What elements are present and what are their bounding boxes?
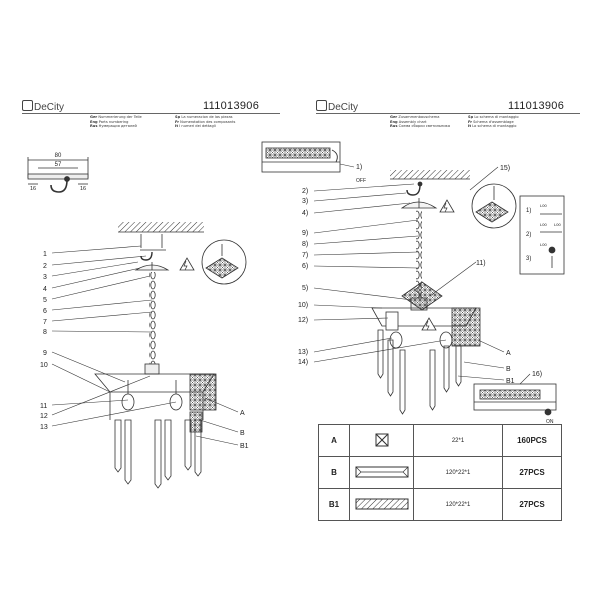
crystal-label: A (240, 410, 245, 417)
part-key: B (318, 456, 350, 489)
parts-numbering-sheet: DeCity 111013906 Ger Nummerierung der Te… (22, 100, 280, 129)
switch-on-label: ON (546, 419, 554, 425)
part-label: 14) (298, 359, 308, 366)
dim-side-right: 16 (80, 186, 86, 192)
part-label: 8) (302, 241, 308, 248)
bracket-dimension-drawing (27, 157, 89, 193)
part-quantity: 27PCS (502, 488, 562, 521)
caption-left-col: Ger Nummerierung der Teile Eng Parts num… (90, 115, 142, 129)
crystal-bar-icon (349, 456, 414, 489)
step-label: 1) (526, 208, 531, 214)
table-row: B1 120*22*1 27PCS (318, 488, 562, 521)
table-row: A 22*1 160PCS (318, 424, 562, 457)
part-quantity: 27PCS (502, 456, 562, 489)
crystal-label: B1 (506, 378, 515, 385)
crystal-label: B (506, 366, 511, 373)
left-callout-lines (51, 245, 239, 446)
switch-off-label: OFF (356, 178, 366, 184)
crystal-label: B (240, 430, 245, 437)
part-label: 2) (302, 188, 308, 195)
assembly-chart-sheet: DeCity 111013906 Ger Zusammenbauschema E… (300, 0, 600, 600)
table-row: B 120*22*1 27PCS (318, 456, 562, 489)
part-label: 11 (40, 403, 47, 410)
step-label: 3) (526, 256, 531, 262)
part-label: 5 (43, 297, 47, 304)
dim-side-left: 16 (30, 186, 36, 192)
part-label: 13 (40, 424, 48, 431)
caption-right-col: Sp Lo schema di montaggio Fr Schema d'as… (468, 115, 519, 129)
part-label: 10) (298, 302, 308, 309)
part-label: 4) (302, 210, 308, 217)
step-value: L00 (554, 222, 561, 227)
crystal-label: B1 (240, 443, 249, 450)
part-label: 10 (40, 362, 48, 369)
right-part-labels: 1) 2) 3) 4) 9) 8) 7) 6) 5) 10) 12) 13) 1… (298, 164, 561, 425)
part-label: 6) (302, 263, 308, 270)
left-part-labels: 1 2 3 4 5 6 7 8 9 10 11 12 13 A B B1 (40, 251, 249, 450)
caption-left-col: Ger Zusammenbauschema Eng Assembly chart… (390, 115, 451, 129)
part-label: 1 (43, 251, 47, 258)
part-label: 9 (43, 350, 47, 357)
part-size: 22*1 (413, 424, 503, 457)
part-key: A (318, 424, 350, 457)
chandelier-parts-drawing (94, 222, 247, 489)
crystal-square-icon (349, 424, 414, 457)
part-label: 12 (40, 413, 48, 420)
part-label: 15) (500, 165, 510, 172)
step-value: L00 (540, 222, 547, 227)
part-key: B1 (318, 488, 350, 521)
caption-right-col: Sp La numeracion de las piezas Fr Numero… (175, 115, 236, 129)
part-label: 3 (43, 274, 47, 281)
part-label: 11) (476, 260, 486, 267)
part-label: 5) (302, 285, 308, 292)
part-label: 3) (302, 198, 308, 205)
header-rule (316, 113, 580, 114)
part-label: 13) (298, 349, 308, 356)
header-rule (22, 113, 280, 114)
part-label: 7) (302, 252, 308, 259)
part-label: 12) (298, 317, 308, 324)
product-code: 111013906 (203, 100, 260, 112)
parts-table: A 22*1 160PCS B 120*22*1 27PCS B1 120*22… (318, 424, 562, 521)
part-label: 7 (43, 319, 47, 326)
part-label: 1) (356, 164, 362, 171)
step-value: L00 (540, 203, 547, 208)
part-quantity: 160PCS (502, 424, 562, 457)
part-label: 16) (532, 371, 542, 378)
dim-inner: 57 (55, 162, 62, 168)
part-label: 2 (43, 263, 47, 270)
part-label: 4 (43, 286, 47, 293)
dim-outer: 80 (55, 153, 62, 159)
brand-logo: DeCity (316, 100, 358, 113)
step-value: L00 (540, 242, 547, 247)
assembly-chart-drawing (261, 141, 565, 416)
part-size: 120*22*1 (413, 488, 503, 521)
step-label: 2) (526, 232, 531, 238)
part-label: 9) (302, 230, 308, 237)
part-label: 6 (43, 308, 47, 315)
crystal-label: A (506, 350, 511, 357)
right-callout-lines (313, 163, 531, 385)
part-label: 8 (43, 329, 47, 336)
brand-logo: DeCity (22, 100, 64, 113)
product-code: 111013906 (508, 100, 565, 112)
part-size: 120*22*1 (413, 456, 503, 489)
crystal-bar-hatched-icon (349, 488, 414, 521)
